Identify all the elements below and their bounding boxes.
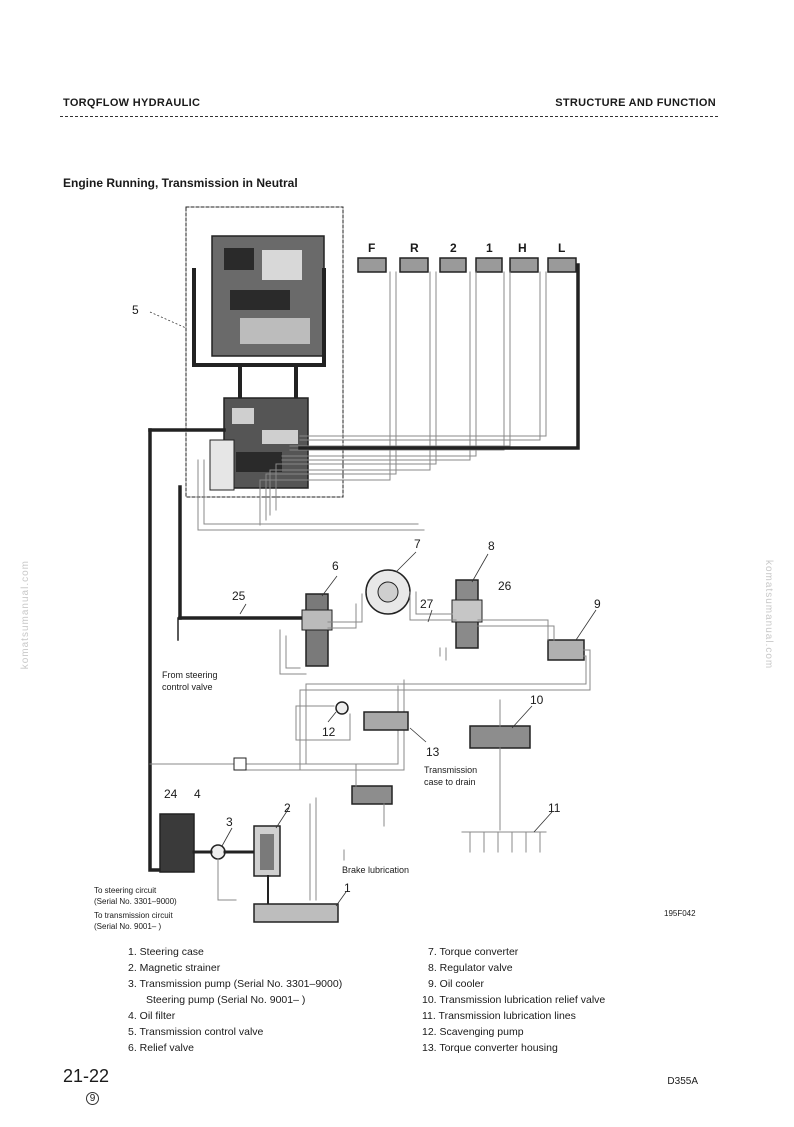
clutch-pack-r <box>399 257 429 273</box>
callout-3: 3 <box>226 815 233 829</box>
note-steering-serial: (Serial No. 3301–9000) <box>94 897 177 906</box>
clutch-label-2: 2 <box>450 241 457 255</box>
legend-item: 10. Transmission lubrication relief valv… <box>422 994 606 1006</box>
clutch-pack-h <box>509 257 539 273</box>
figure-title: Engine Running, Transmission in Neutral <box>63 176 298 190</box>
callout-5: 5 <box>132 303 139 317</box>
clutch-label-h: H <box>518 241 527 255</box>
callout-6: 6 <box>332 559 339 573</box>
legend-item: 1. Steering case <box>128 946 204 958</box>
callout-26: 26 <box>498 579 512 593</box>
torque-converter-housing <box>363 711 409 731</box>
header-chapter-title: STRUCTURE AND FUNCTION <box>555 97 716 109</box>
callout-7: 7 <box>414 537 421 551</box>
header-section-title: TORQFLOW HYDRAULIC <box>63 97 201 109</box>
callout-9: 9 <box>594 597 601 611</box>
control-valve-enclosure <box>185 206 344 498</box>
clutch-label-f: F <box>368 241 375 255</box>
note-control-valve: control valve <box>162 682 213 692</box>
hydraulic-circuit-diagram: F R 2 1 H L 1 2 3 4 5 6 7 8 9 10 11 12 1… <box>94 206 696 931</box>
callout-24: 24 <box>164 787 178 801</box>
watermark-right: komatsumanual.com <box>763 560 774 670</box>
legend-item: 2. Magnetic strainer <box>128 962 221 974</box>
oil-filter <box>159 813 195 873</box>
clutch-label-1: 1 <box>486 241 493 255</box>
clutch-pack-1 <box>475 257 503 273</box>
note-steering-circuit: To steering circuit <box>94 886 157 895</box>
clutch-pack-l <box>547 257 577 273</box>
callout-4: 4 <box>194 787 201 801</box>
note-transmission: Transmission <box>424 765 477 775</box>
figure-code: 195F042 <box>664 909 696 918</box>
callout-1: 1 <box>344 881 351 895</box>
legend-left-column: 1. Steering case 2. Magnetic strainer 3.… <box>128 944 342 1056</box>
page-number: 21-22 <box>63 1066 110 1086</box>
callout-25: 25 <box>232 589 246 603</box>
callout-10: 10 <box>530 693 544 707</box>
note-transmission-circuit: To transmission circuit <box>94 911 173 920</box>
model-code: D355A <box>667 1076 698 1087</box>
legend-item: 4. Oil filter <box>128 1010 176 1022</box>
callout-8: 8 <box>488 539 495 553</box>
legend-item: 7. Torque converter <box>428 946 519 958</box>
lubrication-lines <box>461 831 547 853</box>
header-rule <box>60 116 718 117</box>
clutch-pack-f <box>357 257 387 273</box>
legend-item: Steering pump (Serial No. 9001– ) <box>146 994 306 1006</box>
callout-2: 2 <box>284 801 291 815</box>
clutch-pack-2 <box>439 257 467 273</box>
oil-cooler <box>547 639 585 661</box>
legend-item: 6. Relief valve <box>128 1042 194 1054</box>
callout-11: 11 <box>548 801 561 815</box>
legend-item: 12. Scavenging pump <box>422 1026 524 1038</box>
callout-27: 27 <box>420 597 434 611</box>
steering-case <box>253 903 339 923</box>
legend-item: 3. Transmission pump (Serial No. 3301–90… <box>128 978 343 990</box>
revision-mark: 9 <box>86 1092 99 1105</box>
lubrication-relief-valve <box>469 725 531 749</box>
callout-13: 13 <box>426 745 440 759</box>
transmission-control-valve-lower-unit <box>351 785 393 805</box>
legend-item: 5. Transmission control valve <box>128 1026 264 1038</box>
legend-item: 11. Transmission lubrication lines <box>422 1010 576 1022</box>
note-brake-lubrication: Brake lubrication <box>342 865 409 875</box>
clutch-label-l: L <box>558 241 565 255</box>
clutch-label-r: R <box>410 241 419 255</box>
transmission-pump <box>210 844 226 860</box>
legend-item: 8. Regulator valve <box>428 962 513 974</box>
scavenging-pump <box>335 701 349 715</box>
note-from-steering: From steering <box>162 670 218 680</box>
legend-right-column: 7. Torque converter 8. Regulator valve 9… <box>422 944 605 1056</box>
legend-item: 13. Torque converter housing <box>422 1042 558 1054</box>
note-transmission-serial: (Serial No. 9001– ) <box>94 922 161 931</box>
legend-item: 9. Oil cooler <box>428 978 485 990</box>
callout-12: 12 <box>322 725 336 739</box>
note-case-to-drain: case to drain <box>424 777 476 787</box>
